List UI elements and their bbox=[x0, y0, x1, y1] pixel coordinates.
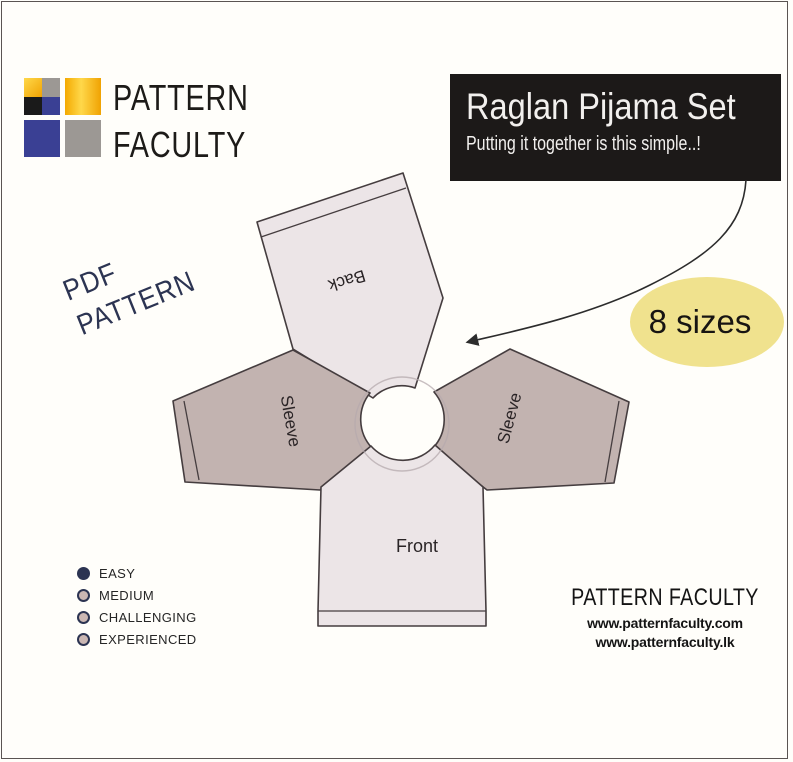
difficulty-dot-experienced bbox=[77, 632, 90, 646]
logo-quad-black bbox=[24, 96, 42, 115]
brand-logo-mark bbox=[24, 78, 101, 157]
pattern-piece-sleeve-right: Sleeve bbox=[432, 348, 630, 491]
logo-gold-square bbox=[65, 78, 101, 115]
difficulty-legend: EASY MEDIUM CHALLENGING EXPERIENCED bbox=[77, 562, 197, 650]
footer-website-lk: www.patternfaculty.lk bbox=[595, 634, 735, 650]
logo-quad-blue bbox=[42, 96, 60, 115]
legend-label-challenging: CHALLENGING bbox=[99, 609, 197, 625]
legend-row-experienced: EXPERIENCED bbox=[77, 628, 197, 650]
product-tagline: Putting it together is this simple..! bbox=[466, 133, 701, 155]
legend-label-easy: EASY bbox=[99, 565, 136, 581]
logo-quad-gray bbox=[42, 78, 60, 97]
logo-quad-gold bbox=[24, 78, 42, 97]
legend-label-medium: MEDIUM bbox=[99, 587, 155, 603]
difficulty-dot-challenging bbox=[77, 610, 90, 624]
difficulty-dot-easy bbox=[77, 566, 90, 580]
neckline-guide-ring bbox=[354, 376, 450, 472]
pattern-piece-front: Front bbox=[317, 444, 487, 627]
title-banner: Raglan Pijama Set Putting it together is… bbox=[450, 74, 781, 181]
logo-quad-square bbox=[24, 78, 60, 115]
difficulty-dot-medium bbox=[77, 588, 90, 602]
product-title: Raglan Pijama Set bbox=[466, 86, 736, 127]
front-piece-label: Front bbox=[396, 536, 438, 556]
brand-logo-text: PATTERN FACULTY bbox=[113, 74, 249, 168]
pointer-arrow bbox=[465, 179, 747, 346]
sizes-badge: 8 sizes bbox=[630, 277, 784, 367]
footer-brand-block: PATTERN FACULTY www.patternfaculty.com w… bbox=[545, 584, 785, 650]
brand-name-line2: FACULTY bbox=[113, 124, 247, 165]
brand-name-line1: PATTERN bbox=[113, 77, 249, 118]
logo-blue-square bbox=[24, 120, 60, 157]
footer-brand-name: PATTERN FACULTY bbox=[571, 584, 759, 611]
legend-row-challenging: CHALLENGING bbox=[77, 606, 197, 628]
pattern-piece-back: Back bbox=[256, 172, 444, 399]
sizes-badge-label: 8 sizes bbox=[648, 303, 752, 340]
legend-label-experienced: EXPERIENCED bbox=[99, 631, 197, 647]
legend-row-medium: MEDIUM bbox=[77, 584, 197, 606]
legend-row-easy: EASY bbox=[77, 562, 197, 584]
logo-gray-square bbox=[65, 120, 101, 157]
footer-website-com: www.patternfaculty.com bbox=[587, 615, 743, 631]
